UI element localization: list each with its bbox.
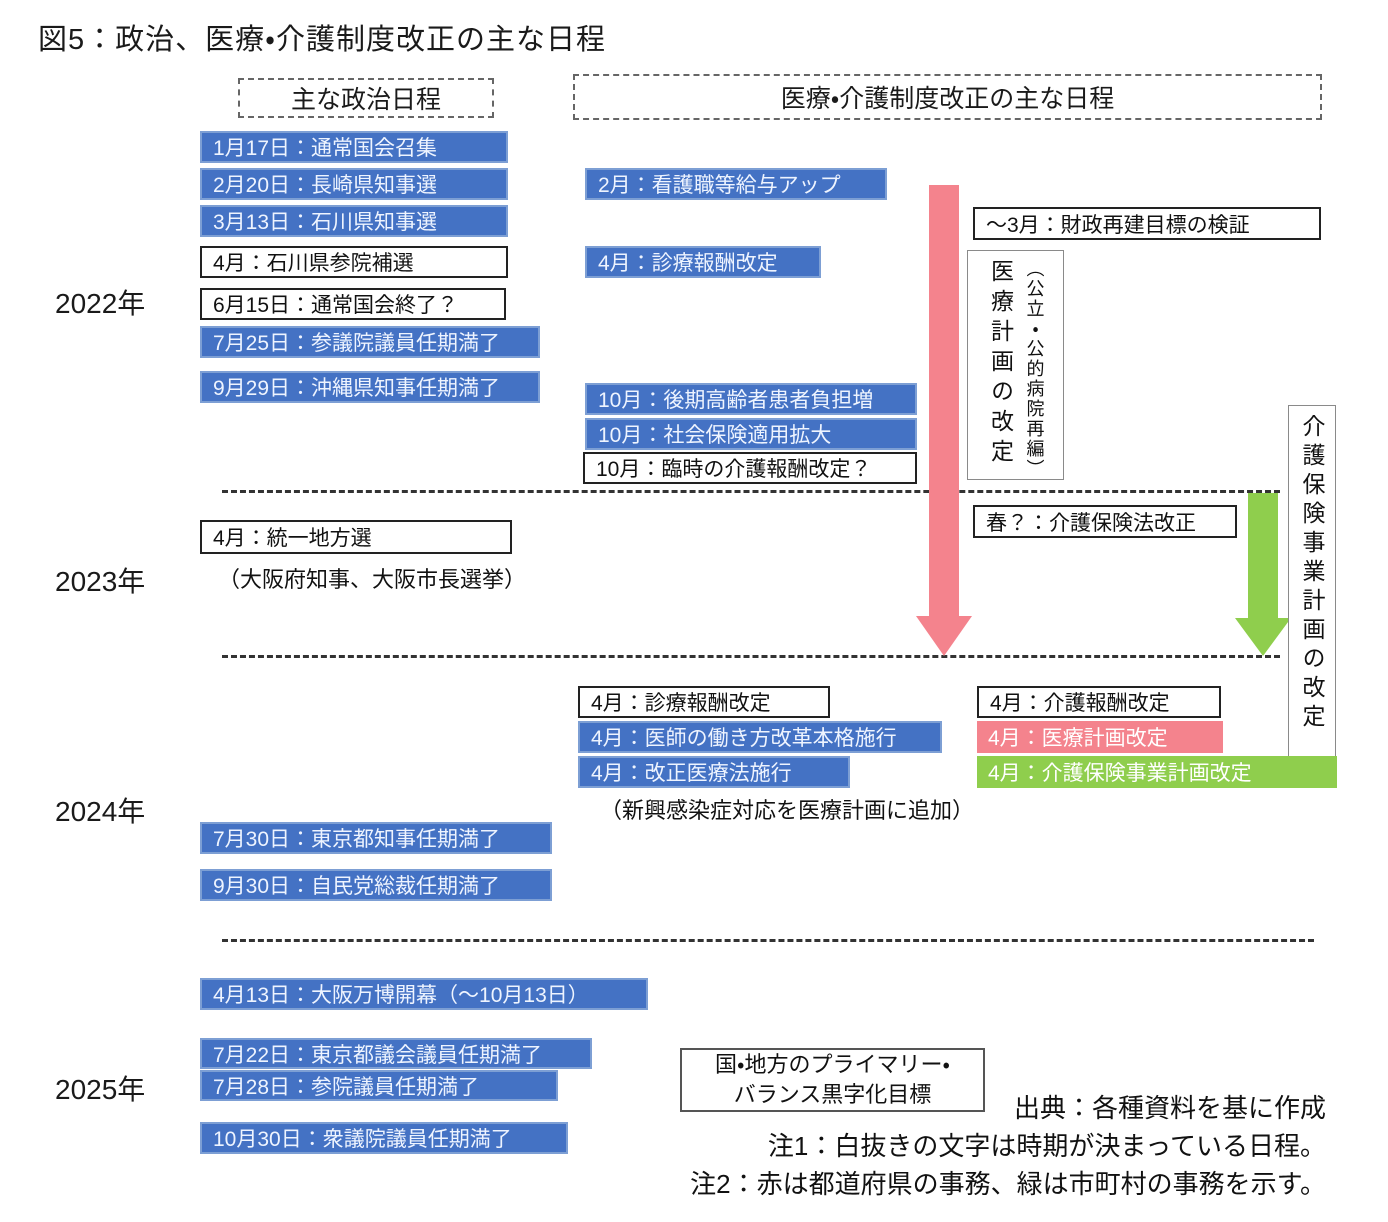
- year-label-2023: 2023年: [55, 566, 146, 597]
- event-diet-convocation: 1月17日：通常国会召集: [200, 131, 508, 163]
- event-social-insurance-expansion: 10月：社会保険適用拡大: [585, 418, 917, 450]
- event-care-plan-revision-2024: 4月：介護保険事業計画改定: [977, 756, 1337, 788]
- year-label-2024: 2024年: [55, 796, 146, 827]
- separator-2022-2023: [222, 490, 1280, 493]
- event-nurse-pay-raise: 2月：看護職等給与アップ: [585, 168, 887, 200]
- event-doctor-work-reform: 4月：医師の働き方改革本格施行: [578, 721, 942, 753]
- box-care-fee-revision: 4月：介護報酬改定: [977, 686, 1221, 718]
- medical-plan-revision-note: （公立・公的病院再編）: [1024, 259, 1045, 479]
- note-osaka-elections: （大阪府知事、大阪市長選挙）: [218, 567, 527, 592]
- vbox-medical-plan-revision: 医療計画の改定 （公立・公的病院再編）: [967, 250, 1064, 480]
- event-okinawa-governor-term-end: 9月29日：沖縄県知事任期満了: [200, 371, 540, 403]
- event-lower-house-term-end: 10月30日：衆議院議員任期満了: [200, 1122, 568, 1154]
- event-osaka-expo-opening: 4月13日：大阪万博開幕（～10月13日）: [200, 978, 648, 1010]
- box-fiscal-target-review: ～3月：財政再建目標の検証: [973, 207, 1321, 240]
- header-political-schedule: 主な政治日程: [238, 78, 494, 118]
- note-infectious-disease-plan: （新興感染症対応を医療計画に追加）: [600, 798, 975, 823]
- care-plan-revision-arrowhead: [1235, 618, 1291, 656]
- event-medical-plan-revision-2024: 4月：医療計画改定: [977, 721, 1223, 753]
- footnote-1: 注1：白抜きの文字は時期が決まっている日程。: [767, 1131, 1326, 1161]
- separator-2023-2024: [222, 655, 1280, 658]
- event-diet-close: 6月15日：通常国会終了？: [200, 288, 506, 320]
- event-tokyo-assembly-term-end: 7月22日：東京都議会議員任期満了: [200, 1038, 592, 1069]
- event-upper-house-term-end: 7月25日：参議院議員任期満了: [200, 326, 540, 358]
- event-medical-fee-revision-2022: 4月：診療報酬改定: [585, 246, 821, 278]
- event-upper-house-term-end-2025: 7月28日：参院議員任期満了: [200, 1070, 558, 1101]
- event-ishikawa-governor-election: 3月13日：石川県知事選: [200, 205, 508, 237]
- event-nagasaki-governor-election: 2月20日：長崎県知事選: [200, 168, 508, 200]
- page-title: 図5：政治、医療・介護制度改正の主な日程: [38, 24, 606, 56]
- event-elderly-copay-increase: 10月：後期高齢者患者負担増: [585, 383, 917, 415]
- event-ishikawa-upper-house-byelection: 4月：石川県参院補選: [200, 246, 508, 278]
- source-note: 出典：各種資料を基に作成: [1013, 1093, 1326, 1123]
- header-medical-care-schedule: 医療・介護制度改正の主な日程: [573, 74, 1322, 120]
- separator-2024-2025: [222, 939, 1314, 942]
- primary-balance-goal-line1: 国・地方のプライマリー・: [715, 1052, 950, 1078]
- medical-plan-revision-arrowhead: [916, 616, 972, 656]
- box-care-insurance-law-revision: 春？：介護保険法改正: [973, 505, 1237, 538]
- primary-balance-goal-line2: バランス黒字化目標: [733, 1082, 932, 1107]
- event-temporary-care-fee-revision: 10月：臨時の介護報酬改定？: [583, 452, 917, 484]
- event-unified-local-elections: 4月：統一地方選: [200, 520, 512, 554]
- vbox-care-plan-revision: 介護保険事業計画の改定: [1288, 405, 1336, 757]
- care-plan-revision-arrow: [1248, 493, 1278, 618]
- event-tokyo-governor-term-end: 7月30日：東京都知事任期満了: [200, 822, 552, 854]
- medical-plan-revision-arrow: [929, 185, 959, 616]
- footnote-2: 注2：赤は都道府県の事務、緑は市町村の事務を示す。: [690, 1169, 1326, 1199]
- event-ldp-president-term-end: 9月30日：自民党総裁任期満了: [200, 869, 552, 901]
- medical-plan-revision-label: 医療計画の改定: [987, 259, 1014, 469]
- year-label-2025: 2025年: [55, 1074, 146, 1105]
- event-revised-medical-law: 4月：改正医療法施行: [578, 756, 850, 788]
- care-plan-revision-label: 介護保険事業計画の改定: [1299, 414, 1325, 733]
- box-primary-balance-goal: 国・地方のプライマリー・ バランス黒字化目標: [680, 1048, 985, 1112]
- year-label-2022: 2022年: [55, 288, 146, 319]
- box-medical-fee-revision-2024: 4月：診療報酬改定: [578, 686, 830, 718]
